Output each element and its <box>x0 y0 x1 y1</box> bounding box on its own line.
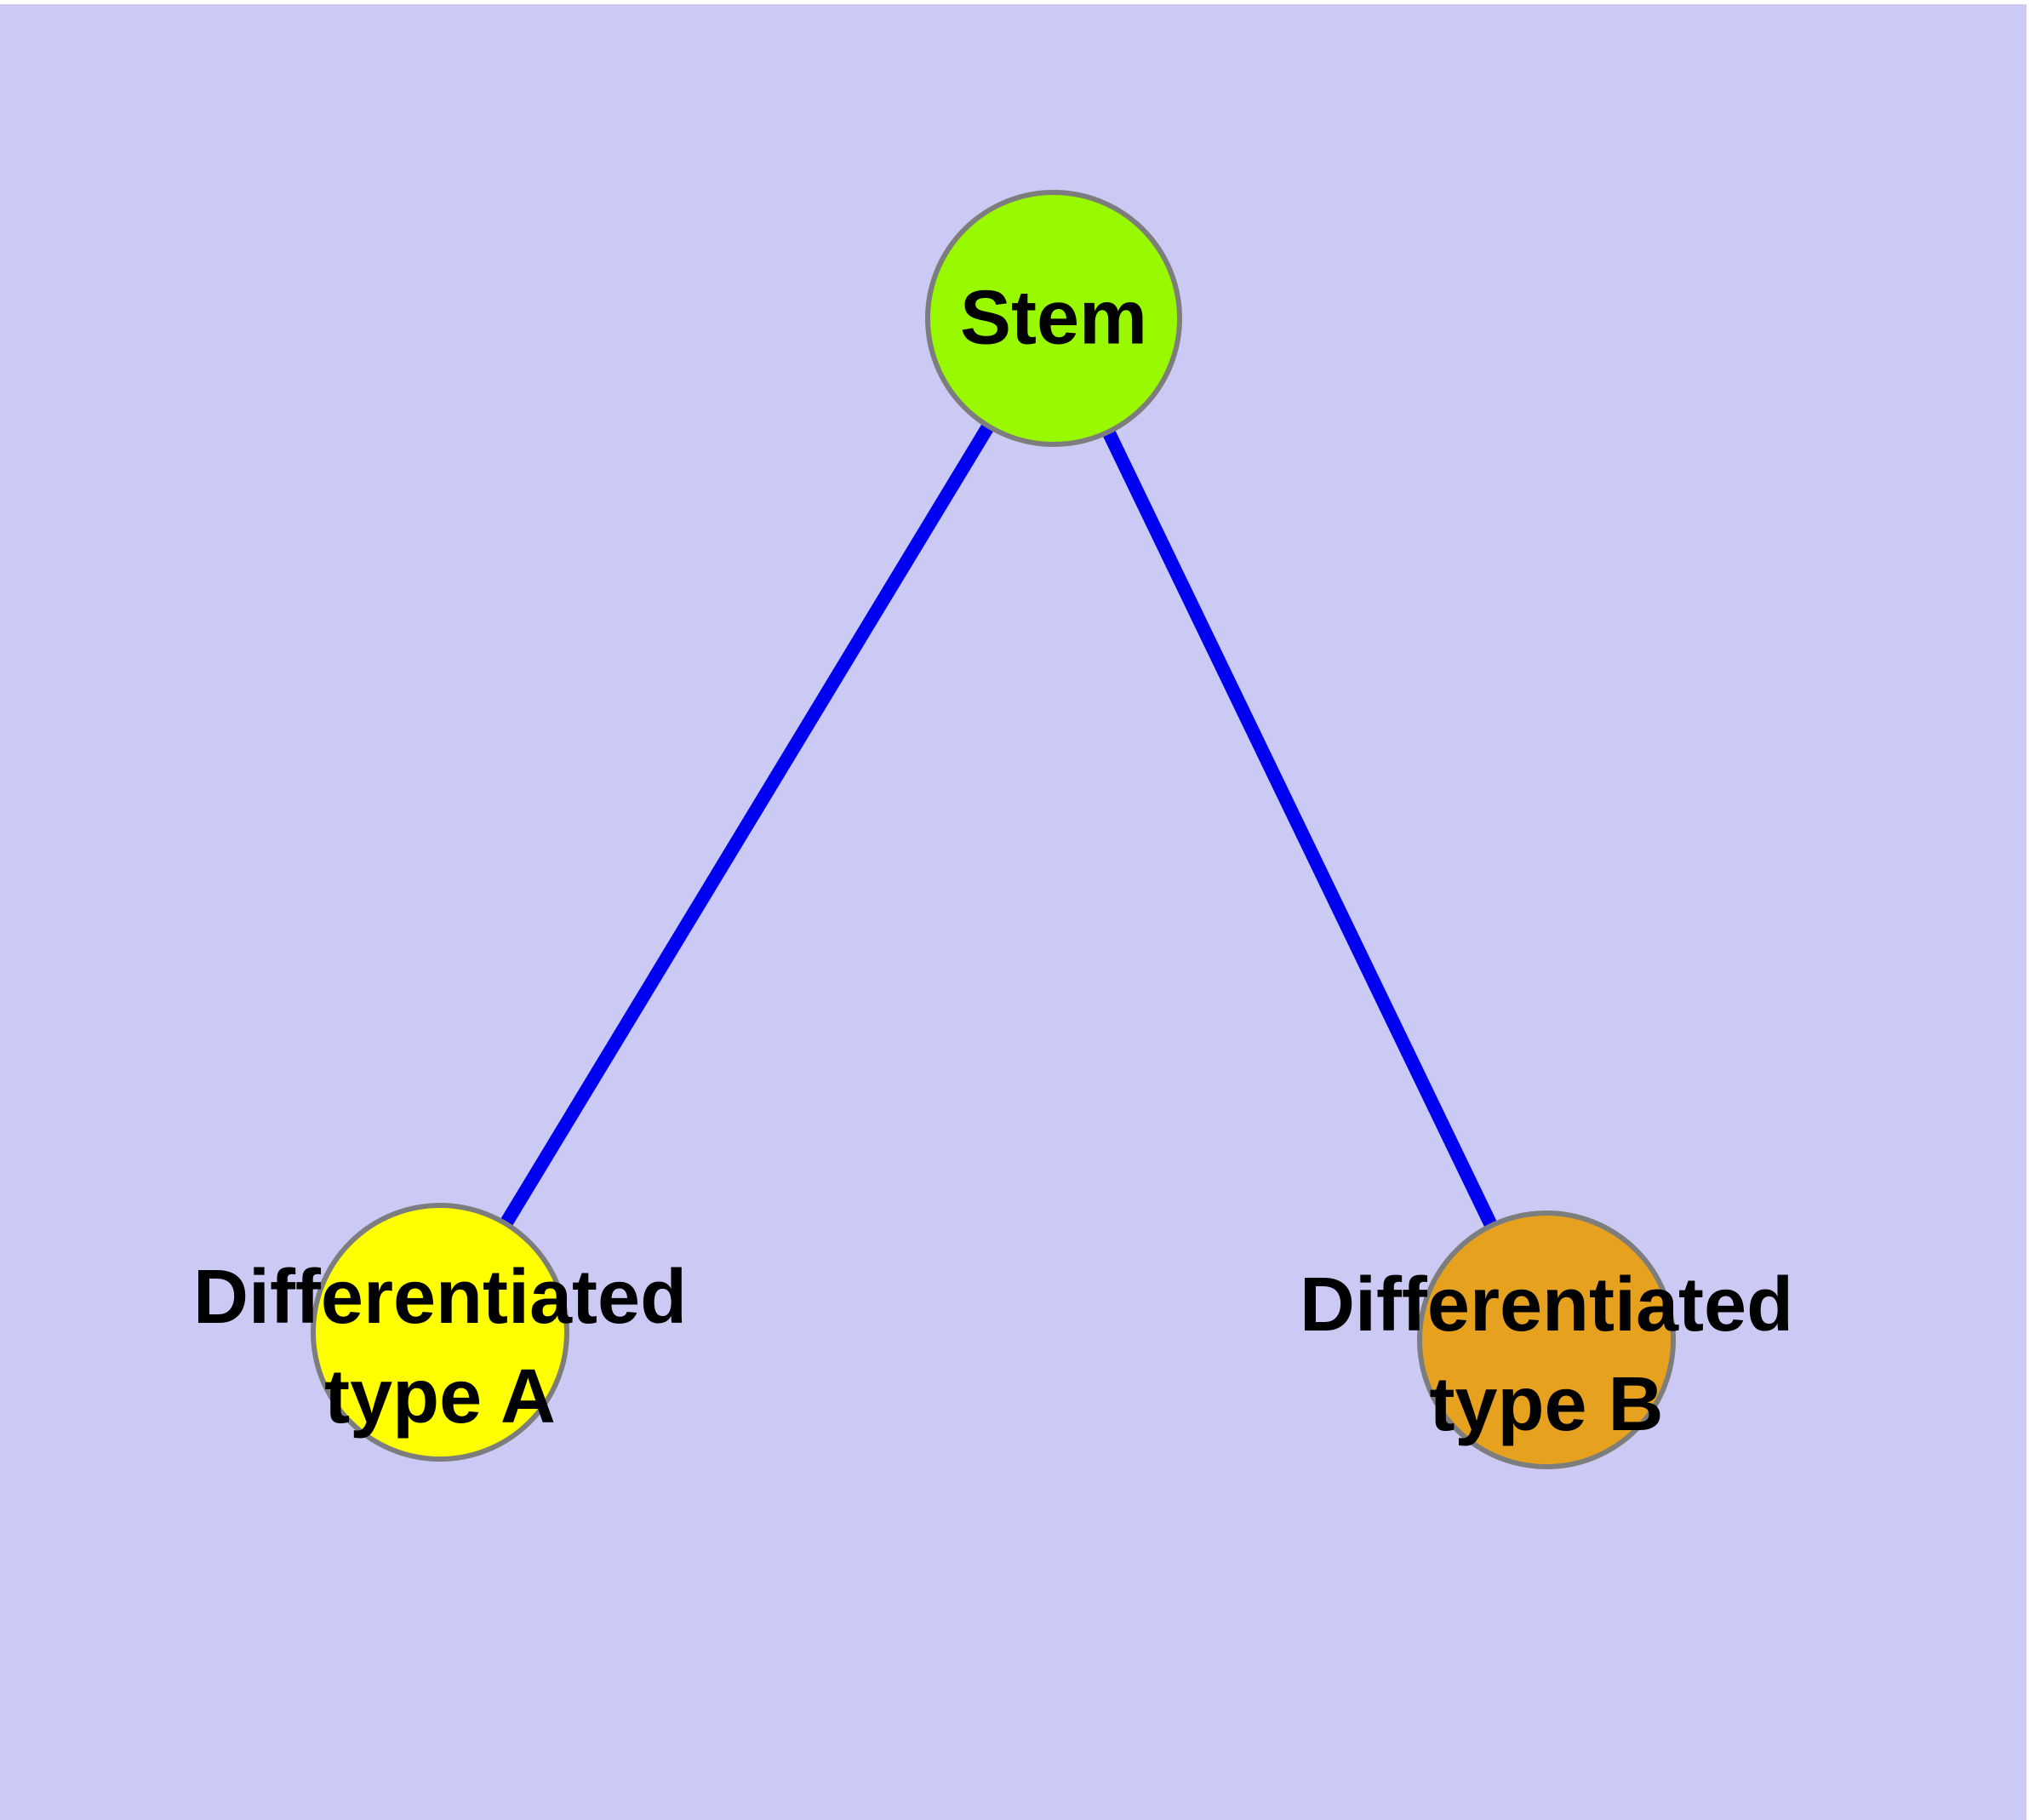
stem-node <box>925 190 1182 447</box>
differentiated-type-a-node <box>311 1203 569 1462</box>
differentiated-type-a-label: Differentiated type A <box>193 1248 687 1447</box>
type-a-label-line-1: Differentiated <box>192 1255 688 1340</box>
differentiated-type-b-label: Differentiated type B <box>1300 1256 1793 1455</box>
type-a-label-line-2: type A <box>324 1354 556 1439</box>
edge-stem-to-type_a <box>434 314 1060 1336</box>
stem-node-label: Stem <box>960 269 1147 369</box>
type-b-label-line-1: Differentiated <box>1299 1262 1794 1348</box>
stem-label-text: Stem <box>959 275 1148 361</box>
edge-stem-to-type_b <box>1047 315 1553 1343</box>
type-b-label-line-2: type B <box>1429 1362 1664 1447</box>
differentiated-type-b-node <box>1417 1210 1676 1469</box>
